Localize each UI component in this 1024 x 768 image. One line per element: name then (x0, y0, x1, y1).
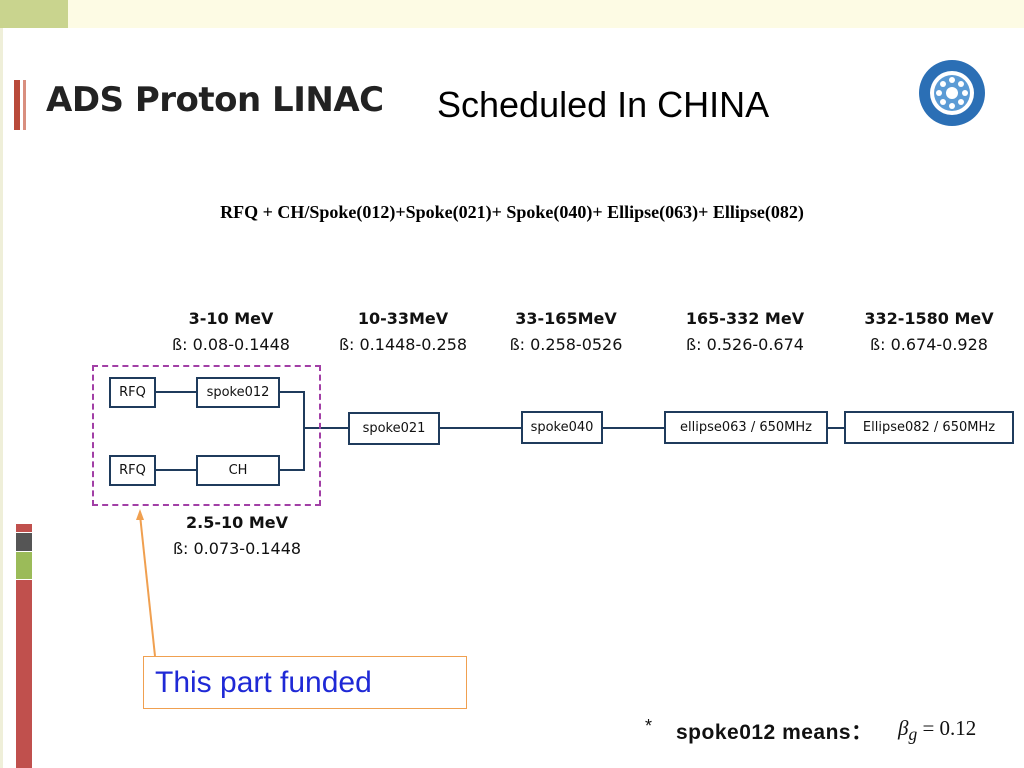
title-accent-bar-light (23, 80, 26, 130)
page-title: ADS Proton LINAC (46, 80, 384, 120)
beta-subscript: g (908, 724, 918, 745)
beta-value: = 0.12 (922, 716, 977, 740)
stage-beta: ß: 0.258-0526 (509, 335, 623, 354)
ellipse082-box: Ellipse082 / 650MHz (844, 411, 1014, 444)
spoke040-box: spoke040 (521, 411, 603, 444)
spoke021-box: spoke021 (348, 412, 440, 445)
funded-callout: This part funded (143, 656, 467, 709)
ellipse063-box: ellipse063 / 650MHz (664, 411, 828, 444)
spoke012-box: spoke012 (196, 377, 280, 408)
rfq-box-upper: RFQ (109, 377, 156, 408)
sidebar-segment-gray (16, 533, 32, 551)
top-bar (0, 0, 1024, 28)
academy-seal-logo (919, 60, 985, 126)
sidebar-segment-red (16, 580, 32, 768)
top-bar-accent (0, 0, 68, 28)
rfq-box-lower: RFQ (109, 455, 156, 486)
beta-equation: βg = 0.12 (898, 716, 976, 745)
left-stripe (0, 28, 3, 768)
funded-injector-group (92, 365, 321, 506)
stage-3-header: 33-165MeV ß: 0.258-0526 (486, 309, 646, 354)
stage-energy: 33-165MeV (515, 309, 617, 328)
page-subtitle: Scheduled In CHINA (437, 84, 770, 125)
sidebar-segment-red-top (16, 524, 32, 532)
stage-energy: 2.5-10 MeV (186, 513, 288, 532)
stage-1-header: 3-10 MeV ß: 0.08-0.1448 (148, 309, 314, 354)
stage-beta: ß: 0.073-0.1448 (172, 539, 302, 558)
stage-beta: ß: 0.08-0.1448 (172, 335, 290, 354)
sidebar-segment-green (16, 552, 32, 579)
title-accent-bar (14, 80, 20, 130)
stage-energy: 165-332 MeV (685, 309, 805, 328)
stage-beta: ß: 0.526-0.674 (686, 335, 804, 354)
stage-4-header: 165-332 MeV ß: 0.526-0.674 (660, 309, 830, 354)
stage-2-header: 10-33MeV ß: 0.1448-0.258 (314, 309, 492, 354)
injector-alt-header: 2.5-10 MeV ß: 0.073-0.1448 (140, 513, 334, 558)
ch-box: CH (196, 455, 280, 486)
linac-formula: RFQ + CH/Spoke(012)+Spoke(021)+ Spoke(04… (220, 202, 804, 222)
stage-energy: 10-33MeV (357, 309, 449, 328)
stage-energy: 3-10 MeV (188, 309, 274, 328)
stage-energy: 332-1580 MeV (864, 309, 994, 328)
callout-arrow (136, 509, 156, 657)
stage-beta: ß: 0.1448-0.258 (338, 335, 468, 354)
beta-symbol: β (898, 716, 909, 740)
stage-5-header: 332-1580 MeV ß: 0.674-0.928 (842, 309, 1016, 354)
footnote-star: * (645, 716, 653, 736)
footnote-text: spoke012 means： (676, 721, 873, 744)
stage-beta: ß: 0.674-0.928 (870, 335, 988, 354)
